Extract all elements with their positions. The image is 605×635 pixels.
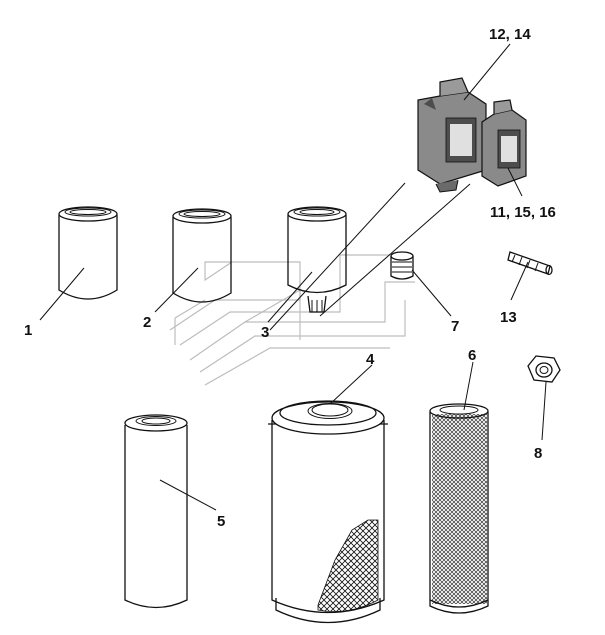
part-8-fitting bbox=[527, 355, 561, 383]
part-2-spin-on-filter bbox=[172, 208, 232, 303]
callout-4: 4 bbox=[366, 351, 375, 368]
part-1-spin-on-filter bbox=[58, 206, 118, 300]
oil-canisters bbox=[417, 77, 527, 193]
callout-7: 7 bbox=[451, 318, 459, 335]
watermark-logo bbox=[169, 254, 415, 386]
part-4-air-filter bbox=[268, 400, 388, 624]
part-3-fuel-filter bbox=[287, 206, 347, 313]
callout-5: 5 bbox=[217, 513, 225, 530]
part-7-breather-cap bbox=[390, 251, 414, 280]
callout-6: 6 bbox=[468, 347, 476, 364]
part-13-rod bbox=[507, 251, 553, 276]
part-6-safety-filter bbox=[429, 403, 489, 614]
callout-1: 1 bbox=[24, 322, 32, 339]
callout-labels: 1 2 3 4 5 6 7 8 11, 15, 16 12, 14 13 bbox=[24, 26, 556, 530]
callout-3: 3 bbox=[261, 324, 269, 341]
callout-13: 13 bbox=[500, 309, 517, 326]
callout-11-15-16: 11, 15, 16 bbox=[490, 204, 556, 221]
callout-2: 2 bbox=[143, 314, 151, 331]
callout-8: 8 bbox=[534, 445, 542, 462]
callout-12-14: 12, 14 bbox=[489, 26, 531, 43]
part-5-cartridge-filter bbox=[124, 414, 188, 609]
leader-lines bbox=[39, 43, 547, 511]
